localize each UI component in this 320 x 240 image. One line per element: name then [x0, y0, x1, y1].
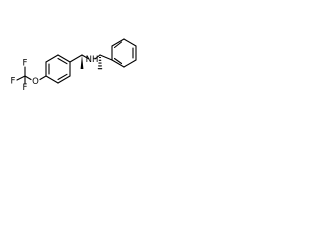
- double-bond-inner: [113, 41, 123, 49]
- nitrogen-label: NH: [86, 55, 99, 65]
- bond: [123, 59, 137, 68]
- fluorine-left-label: F: [11, 77, 16, 87]
- bond: [45, 75, 59, 84]
- chemical-structure: F F F O NH: [11, 38, 137, 93]
- atom-labels: F F F O NH: [11, 55, 99, 93]
- fluorine-top-label: F: [23, 59, 28, 69]
- bond: [94, 54, 101, 60]
- double-bond-inner: [57, 57, 68, 65]
- fluorine-bottom-label: F: [23, 83, 28, 93]
- bond: [45, 54, 59, 63]
- bond: [81, 54, 90, 60]
- bond: [123, 38, 137, 47]
- bond: [57, 75, 71, 84]
- bond: [99, 54, 113, 61]
- bond: [111, 59, 125, 68]
- right-aromatic-ring: [111, 38, 137, 68]
- hashed-bond: [97, 56, 103, 70]
- double-bond-inner: [113, 57, 123, 65]
- chain-bonds: [16, 54, 113, 85]
- bond: [57, 54, 71, 63]
- oxygen-label: O: [32, 77, 39, 87]
- left-aromatic-ring: [45, 54, 71, 84]
- double-bond-inner: [57, 73, 68, 81]
- wedge-bond: [80, 55, 84, 69]
- bond: [39, 75, 47, 81]
- bond: [24, 75, 32, 81]
- bond: [111, 38, 125, 47]
- bond: [69, 54, 83, 63]
- bond: [16, 75, 26, 81]
